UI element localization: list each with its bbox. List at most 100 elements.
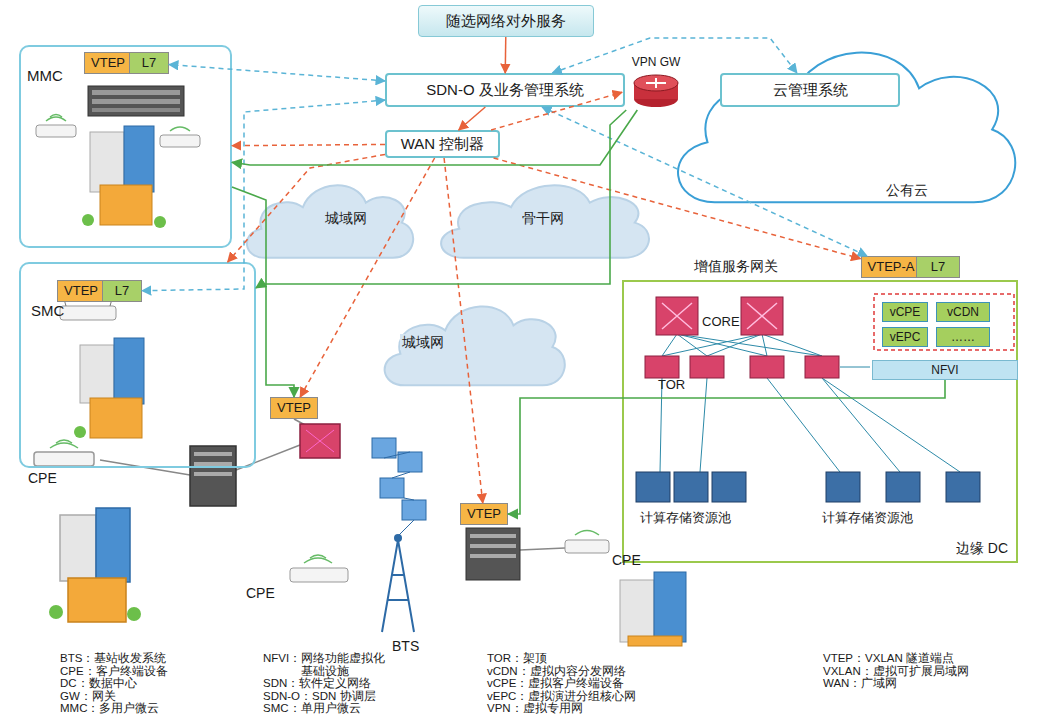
edge-dc-equipment	[690, 356, 724, 378]
node-label: MMC	[27, 67, 63, 85]
right-access-equipment	[470, 544, 516, 548]
cloud-outline	[660, 25, 1025, 215]
right-access-equipment	[470, 534, 516, 538]
left-access-equipment	[60, 515, 96, 581]
edge-dc-equipment	[700, 378, 707, 472]
mmc-equipment	[46, 115, 66, 122]
part-label: 计算存储资源池	[822, 510, 913, 525]
smc-equipment	[90, 398, 142, 438]
node-label: SMC	[31, 302, 64, 320]
left-access-equipment	[306, 430, 334, 452]
abbreviation-note: MMC：多用户微云	[60, 702, 159, 715]
router-icon	[646, 78, 666, 88]
node-label: 城域网	[323, 210, 369, 227]
base-station-equipment	[394, 534, 402, 542]
abbreviation-note: VPN：虚拟专用网	[487, 702, 583, 715]
edge-dc-equipment	[660, 334, 960, 472]
edge-dc-equipment	[874, 294, 1014, 350]
part-label: BTS	[392, 638, 419, 654]
edge-dc-equipment	[822, 378, 960, 472]
abbreviation-note: SDN-O：SDN 协调层	[263, 690, 376, 703]
control-link	[491, 92, 622, 130]
cloud-outline	[441, 185, 649, 258]
base-station-equipment	[290, 568, 348, 582]
abbreviation-note: SDN-O：SDN 协调层	[263, 690, 376, 703]
node-label: vCPE	[890, 305, 921, 319]
node-label: 随选网络对外服务	[446, 12, 566, 30]
vtep-box: VTEP-A	[861, 256, 922, 278]
node-label: VTEP	[64, 283, 98, 299]
abbreviation-note: CPE：客户终端设备	[60, 665, 168, 678]
control-link	[494, 158, 861, 259]
abbreviation-note: vCDN：虚拟内容分发网络	[487, 665, 626, 678]
base-station-equipment	[384, 452, 414, 536]
abbreviation-note: vCPE：虚拟客户终端设备	[487, 677, 624, 690]
abbreviation-note: VTEP：VXLAN 隧道端点	[823, 652, 954, 665]
abbreviation-note: VXLAN：虚拟可扩展局域网	[823, 665, 969, 678]
abbreviation-note: vEPC：虚拟演进分组核心网	[487, 690, 636, 703]
edge-dc-equipment	[645, 356, 679, 378]
network-cloud: 城域网	[238, 172, 418, 264]
control-link	[459, 107, 486, 130]
management-link	[542, 107, 867, 256]
part-label: CORE	[702, 314, 740, 329]
edge-dc-equipment	[636, 294, 1014, 502]
node-label: VTEP	[91, 55, 125, 71]
base-station-equipment	[402, 500, 426, 520]
node-label: 公有云	[884, 182, 930, 199]
node-label: 云管理系统	[773, 81, 848, 99]
left-access-equipment	[194, 462, 232, 466]
abbreviation-note: BTS：基站收发系统	[60, 652, 166, 665]
management-link	[142, 100, 385, 291]
right-access-equipment	[470, 554, 516, 558]
abbreviation-note: BTS：基站收发系统	[60, 652, 166, 665]
cloud-site-region: MMCVTEPL7	[19, 45, 232, 248]
edge-dc-equipment	[662, 334, 762, 356]
control-link	[300, 158, 434, 397]
smc-equipment	[114, 338, 144, 404]
data-flow-arrow	[232, 187, 294, 397]
part-label: CPE	[612, 552, 641, 568]
network-cloud: 公有云 云管理系统	[660, 25, 1025, 215]
node-label: 城域网	[400, 334, 446, 351]
mmc-equipment	[36, 86, 200, 228]
management-link	[552, 38, 797, 73]
node-label: vEPC	[890, 330, 921, 344]
edge-dc-equipment	[677, 334, 822, 356]
abbreviation-note: SDN：软件定义网络	[263, 677, 371, 690]
mmc-equipment	[124, 126, 154, 192]
abbreviation-note: SMC：单用户微云	[263, 702, 361, 715]
mmc-equipment	[170, 127, 190, 131]
abbreviation-note: vEPC：虚拟演进分组核心网	[487, 690, 636, 703]
smc-equipment	[60, 306, 116, 320]
node-label: WAN 控制器	[401, 135, 485, 153]
mmc-equipment	[92, 90, 180, 95]
left-access-equipment	[34, 419, 340, 622]
part-label: TOR	[658, 377, 685, 392]
data-flow-arrow	[508, 380, 945, 514]
abbreviation-note: TOR：架顶	[487, 652, 547, 665]
part-label: BTS	[392, 638, 419, 654]
vnf-box: vCPE	[882, 302, 928, 322]
base-station-equipment	[372, 438, 396, 458]
abbreviation-note: VPN：虚拟专用网	[487, 702, 583, 715]
edge-dc-equipment	[826, 472, 860, 502]
vtep-box: VTEP	[84, 52, 132, 74]
edge-dc-equipment	[822, 378, 900, 472]
base-station-equipment	[304, 555, 332, 563]
abbreviation-note: SMC：单用户微云	[263, 702, 361, 715]
abbreviation-note: GW：网关	[60, 690, 116, 703]
control-link	[444, 158, 483, 503]
edge-dc-equipment	[636, 472, 670, 502]
network-cloud: 城域网	[375, 292, 570, 392]
part-label: CORE	[702, 314, 740, 329]
right-access-equipment	[466, 528, 520, 580]
edge-dc-equipment	[707, 334, 762, 356]
mmc-equipment	[88, 86, 184, 116]
cloud-outline	[678, 53, 1015, 203]
node-label: NFVI	[931, 363, 958, 377]
mmc-equipment	[82, 214, 94, 226]
edge-dc-equipment	[767, 378, 840, 472]
edge-dc-equipment	[677, 334, 767, 356]
